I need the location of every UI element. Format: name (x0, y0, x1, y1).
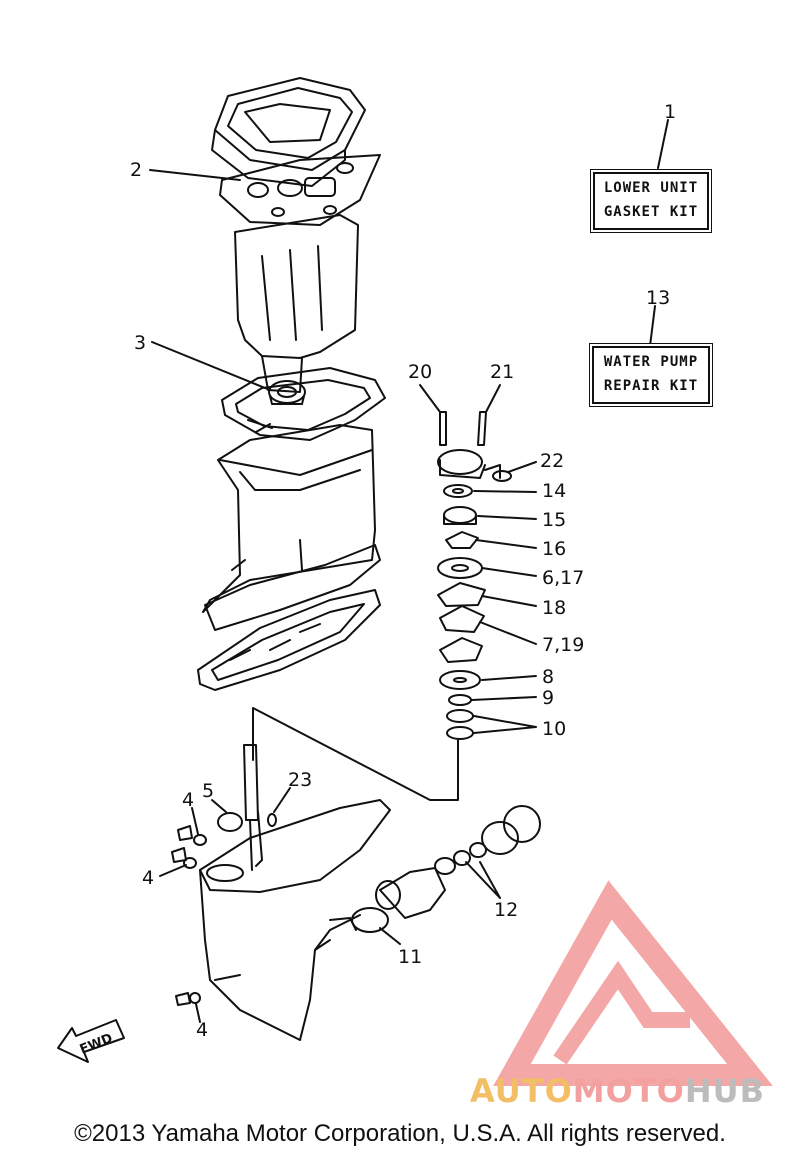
watermark-logo-icon (493, 880, 773, 1086)
callout-9: 9 (542, 687, 554, 709)
gear-case (199, 799, 391, 1041)
watermark-hub: HUB (684, 1072, 766, 1110)
callout-22: 22 (540, 450, 564, 472)
callout-numbers: 1 2 13 3 20 21 22 14 15 16 6,17 18 7,19 … (78, 101, 676, 1058)
water-pump-stack (437, 411, 512, 740)
callout-10: 10 (542, 718, 566, 740)
leader-lines (149, 119, 669, 1023)
callout-4-bottom: 4 (196, 1019, 208, 1041)
callout-11: 11 (398, 946, 422, 968)
callout-23: 23 (288, 769, 312, 791)
callout-6-17: 6,17 (542, 567, 584, 589)
callout-4-top: 4 (182, 789, 194, 811)
water-pump-kit-label: WATER PUMP REPAIR KIT (592, 346, 710, 404)
watermark-text: AUTOMOTOHUB (470, 1072, 800, 1112)
upper-casing-top (211, 77, 366, 187)
oil-seal-3 (268, 380, 306, 405)
callout-4-mid: 4 (142, 867, 154, 889)
gasket-kit-label: LOWER UNIT GASKET KIT (593, 172, 709, 230)
drive-shaft-housing (234, 214, 359, 393)
watermark-auto: AUTO (470, 1072, 573, 1110)
water-pump-kit-line2: REPAIR KIT (603, 378, 699, 394)
callout-15: 15 (542, 509, 566, 531)
propeller-shaft-housing (351, 805, 541, 933)
callout-16: 16 (542, 538, 566, 560)
watermark-moto: MOTO (572, 1072, 685, 1110)
bolts-and-plugs (171, 812, 277, 1006)
water-pump-kit-line1: WATER PUMP (603, 354, 699, 370)
callout-12: 12 (494, 899, 518, 921)
assembly-guide-lines (252, 707, 459, 801)
copyright-notice: ©2013 Yamaha Motor Corporation, U.S.A. A… (74, 1120, 726, 1147)
callout-1: 1 (664, 101, 676, 123)
callout-20: 20 (408, 361, 432, 383)
gasket-kit-line2: GASKET KIT (603, 204, 699, 220)
callout-14: 14 (542, 480, 566, 502)
fwd-arrow (57, 1019, 125, 1063)
drive-shaft (243, 744, 263, 871)
callout-2: 2 (130, 159, 142, 181)
fwd-label: FWD (78, 1031, 115, 1058)
callout-8: 8 (542, 666, 554, 688)
lower-casing-shell (202, 424, 376, 613)
callout-13: 13 (646, 287, 670, 309)
callout-7-19: 7,19 (542, 634, 584, 656)
gasket-kit-line1: LOWER UNIT (603, 180, 699, 196)
callout-3: 3 (134, 332, 146, 354)
mount-plate (221, 367, 386, 441)
cavitation-plate (197, 544, 381, 691)
callout-18: 18 (542, 597, 566, 619)
callout-21: 21 (490, 361, 514, 383)
gasket-2 (219, 154, 381, 226)
callout-5: 5 (202, 780, 214, 802)
